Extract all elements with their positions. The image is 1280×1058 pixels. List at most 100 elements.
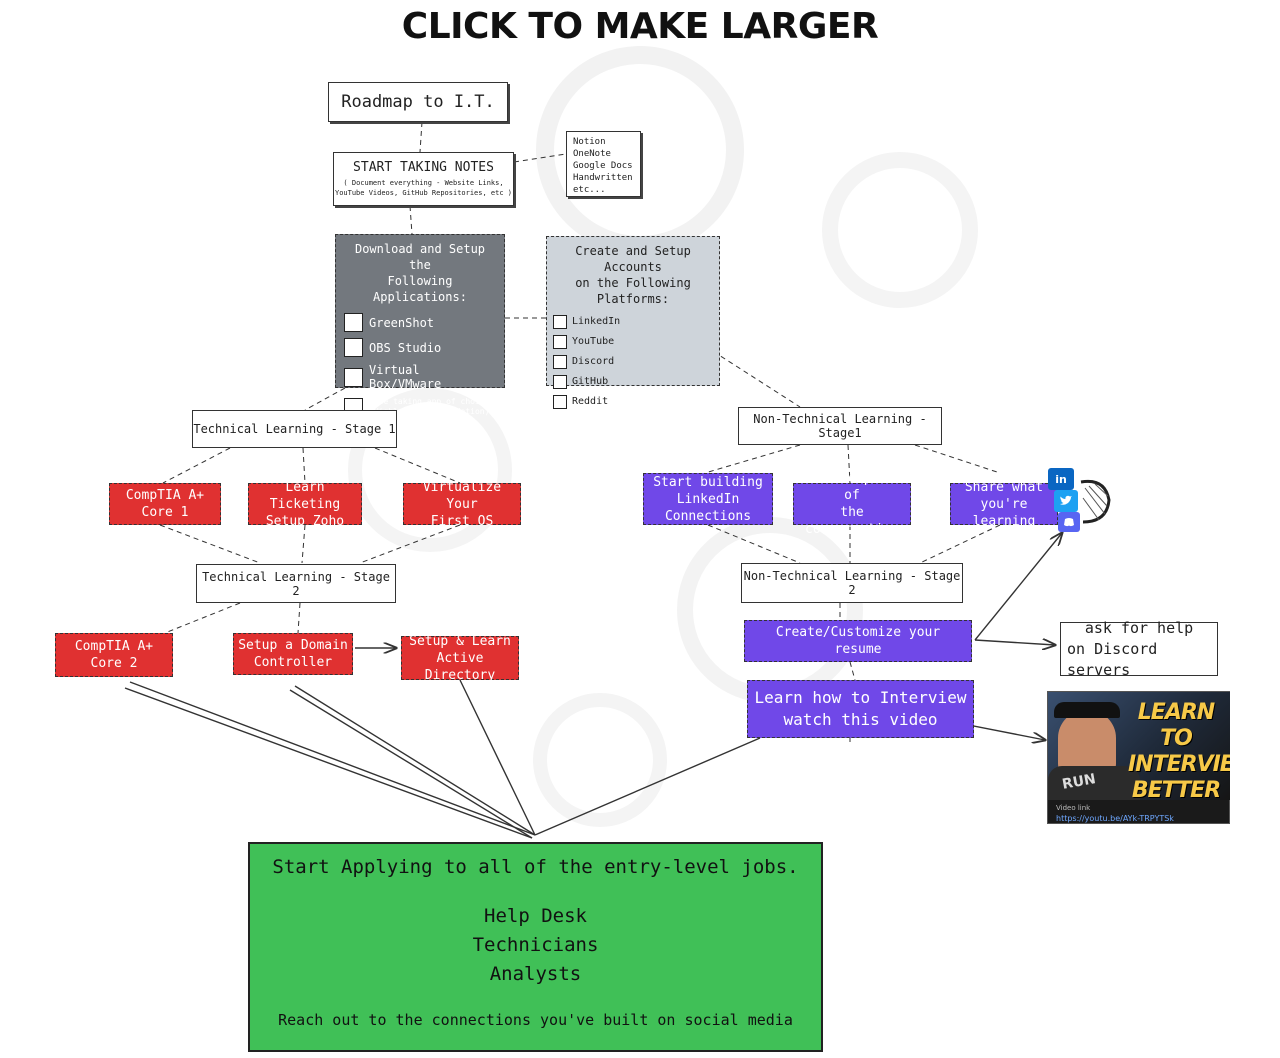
technical-stage-1: Technical Learning - Stage 1 — [192, 410, 397, 448]
app-label: GreenShot — [369, 315, 435, 330]
item-line-2: Setup Zoho — [265, 513, 345, 529]
item-line-2: LinkedIn Connections — [664, 491, 752, 524]
item-line-1: Share what — [964, 479, 1044, 495]
notes-app-item: etc... — [573, 185, 606, 195]
item-line-2: Controller — [253, 655, 333, 670]
technical-stage-1-label: Technical Learning - Stage 1 — [193, 422, 396, 436]
nontechnical-stage-2: Non-Technical Learning - Stage 2 — [741, 563, 963, 603]
discord-icon — [1058, 512, 1080, 532]
tech-stage1-item: CompTIA A+ Core 1 — [109, 483, 221, 525]
account-checklist-item[interactable]: Discord — [553, 355, 713, 369]
nontechnical-stage-1: Non-Technical Learning - Stage1 — [738, 407, 942, 445]
item-line-2: you're learning — [972, 496, 1036, 529]
github-icon — [1080, 479, 1111, 524]
job-role: Help Desk — [484, 905, 587, 927]
interview-node: Learn how to Interview watch this video — [747, 680, 974, 738]
resume-node: Create/Customize your resume — [744, 620, 972, 662]
resume-label: Create/Customize your resume — [775, 625, 941, 657]
discord-glyph — [1064, 518, 1074, 527]
technical-stage-2: Technical Learning - Stage 2 — [196, 564, 396, 603]
notes-title: START TAKING NOTES — [353, 160, 494, 175]
item-line-1: Learn Ticketing — [269, 479, 341, 512]
item-line-1: Setup a Domain — [238, 638, 348, 653]
account-label: Discord — [572, 356, 615, 367]
download-heading: Download and Setup the Following Applica… — [344, 241, 496, 305]
notes-subtitle-1: ( Document everything - Website Links, — [343, 179, 504, 187]
checkbox[interactable] — [344, 313, 363, 332]
video-headline-line-2: INTERVIEW — [1128, 752, 1230, 777]
notes-app-item: Google Docs — [573, 161, 633, 171]
apply-footer: Reach out to the connections you've buil… — [278, 1011, 793, 1029]
nontech-stage1-item: Start building LinkedIn Connections — [643, 473, 773, 525]
tech-stage2-item: Setup a Domain Controller — [233, 633, 353, 675]
account-checklist-item[interactable]: LinkedIn — [553, 315, 713, 329]
app-label-line-1: Note taking app of choice — [369, 397, 490, 406]
account-checklist-item[interactable]: GitHub — [553, 375, 713, 389]
checkbox[interactable] — [553, 375, 567, 389]
accounts-heading-line-1: Create and Setup Accounts — [575, 244, 691, 274]
linkedin-icon: in — [1048, 468, 1074, 490]
account-label: Reddit — [572, 396, 609, 407]
video-headline: LEARN TO INTERVIEW BETTER — [1128, 700, 1230, 800]
help-line-2: on Discord servers — [1067, 639, 1158, 679]
download-apps-box: Download and Setup the Following Applica… — [335, 234, 505, 417]
item-line-1: CompTIA A+ — [74, 639, 154, 654]
roadmap-title-text: Roadmap to I.T. — [341, 92, 495, 112]
notes-app-item: Notion — [573, 137, 606, 147]
twitter-bird-glyph — [1060, 495, 1072, 505]
video-link-url[interactable]: https://youtu.be/AYk-TRPYTSk — [1056, 814, 1174, 823]
checkbox[interactable] — [344, 338, 363, 357]
account-checklist-item[interactable]: Reddit — [553, 395, 713, 409]
technical-stage-2-label: Technical Learning - Stage 2 — [202, 569, 390, 598]
notes-node: START TAKING NOTES ( Document everything… — [333, 152, 514, 206]
app-checklist-item[interactable]: OBS Studio — [344, 338, 496, 357]
app-checklist-item[interactable]: GreenShot — [344, 313, 496, 332]
job-roles-list: Help Desk Technicians Analysts — [250, 902, 821, 989]
tech-stage2-item: Setup & Learn Active Directory — [401, 633, 519, 683]
app-label-line-2: (Highly Recommend Notion) — [369, 407, 490, 416]
linkedin-icon-text: in — [1055, 472, 1067, 486]
item-line-2: Core 2 — [90, 656, 138, 671]
app-label-multiline: Note taking app of choice (Highly Recomm… — [369, 397, 489, 417]
apply-heading: Start Applying to all of the entry-level… — [272, 856, 799, 878]
nontechnical-stage-2-label: Non-Technical Learning - Stage 2 — [743, 569, 961, 597]
item-line-1: Virtualize Your — [422, 479, 502, 512]
video-link-label: Video link — [1056, 804, 1091, 812]
notes-app-item: Handwritten — [573, 173, 633, 183]
notes-app-item: OneNote — [573, 149, 611, 159]
help-line-1: ask for help — [1084, 618, 1194, 637]
checkbox[interactable] — [553, 335, 567, 349]
presenter-hat — [1054, 702, 1120, 718]
item-line-1: Setup & Learn — [409, 633, 511, 649]
checkbox[interactable] — [553, 395, 567, 409]
accounts-box: Create and Setup Accounts on the Followi… — [546, 236, 720, 409]
app-checklist-item[interactable]: Virtual Box/VMware — [344, 363, 496, 391]
notes-apps-list: Notion OneNote Google Docs Handwritten e… — [566, 131, 641, 197]
app-label: Virtual Box/VMware — [369, 363, 442, 391]
job-role: Analysts — [489, 963, 582, 985]
tech-stage2-item: CompTIA A+ Core 2 — [55, 633, 173, 677]
tech-stage1-item: Learn Ticketing Setup Zoho — [248, 480, 362, 529]
download-heading-line-1: Download and Setup the — [354, 242, 486, 272]
page-header[interactable]: CLICK TO MAKE LARGER — [401, 6, 879, 47]
tech-stage1-item: Virtualize Your First OS — [403, 480, 521, 529]
interview-video-thumbnail[interactable]: RUN LEARN TO INTERVIEW BETTER Video link… — [1047, 691, 1230, 824]
item-line-2: Active Directory — [424, 650, 496, 683]
interview-line-1: Learn how to Interview — [754, 688, 967, 707]
checkbox[interactable] — [553, 315, 567, 329]
item-line-1: Start building — [653, 474, 763, 490]
nontech-stage1-item: Become part of the conversation — [793, 471, 911, 537]
account-checklist-item[interactable]: YouTube — [553, 335, 713, 349]
account-label: LinkedIn — [572, 316, 621, 327]
job-role: Technicians — [472, 934, 599, 956]
presenter-shirt — [1048, 766, 1140, 800]
item-line-2: the conversation — [805, 505, 899, 537]
checkbox[interactable] — [344, 367, 363, 387]
item-line-2: First OS — [430, 513, 494, 529]
item-line-1: CompTIA A+ — [125, 488, 205, 503]
checkbox[interactable] — [553, 355, 567, 369]
discord-help-node: ask for help on Discord servers — [1060, 619, 1218, 679]
item-line-1: Become part of — [808, 471, 896, 503]
notes-subtitle-2: YouTube Videos, GitHub Repositories, etc… — [334, 189, 512, 197]
